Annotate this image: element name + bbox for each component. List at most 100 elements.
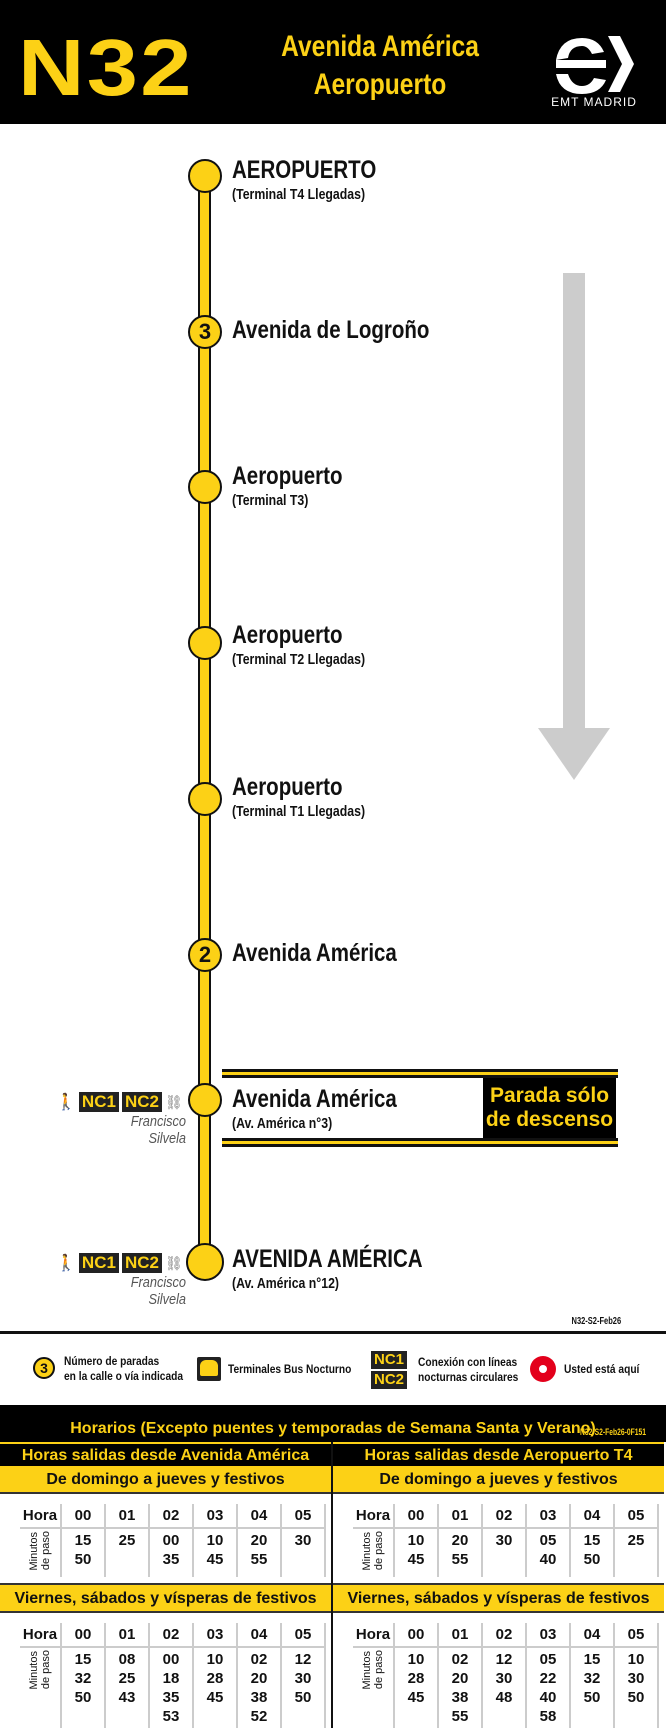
hour-cell: 05 xyxy=(281,1623,326,1649)
stop-sub: (Terminal T4 Llegadas) xyxy=(232,186,366,203)
minutes-label: Minutosde paso xyxy=(353,1528,395,1578)
stop-name: Aeropuerto xyxy=(232,462,343,490)
minutes-cell: 05 40 xyxy=(526,1528,571,1578)
minutes-label-1: Minutos xyxy=(361,1531,373,1571)
stop-marker xyxy=(188,626,222,660)
schedule-days: De domingo a jueves y festivos xyxy=(0,1466,331,1494)
schedule-days: Viernes, sábados y vísperas de festivos xyxy=(0,1585,331,1614)
nc2-badge: NC2 xyxy=(121,1092,162,1112)
dest-line-1: Avenida América xyxy=(281,30,479,63)
hour-cell: 02 xyxy=(482,1504,527,1529)
minutes-label-1: Minutos xyxy=(361,1650,373,1690)
alighting-only-band xyxy=(222,1072,618,1144)
header xyxy=(0,0,666,124)
minutes-cell: 05 22 40 58 xyxy=(526,1647,571,1729)
hour-cell: 05 xyxy=(614,1623,659,1649)
hour-cell: 00 xyxy=(394,1623,439,1649)
hour-cell: 03 xyxy=(193,1504,238,1529)
nc2-badge: NC2 xyxy=(371,1371,408,1389)
legend-text: en la calle o vía indicada xyxy=(64,1369,184,1383)
stop-name: Avenida América xyxy=(232,939,397,967)
night-bus-terminal-icon xyxy=(197,1357,221,1381)
stop-sub: (Terminal T3) xyxy=(232,492,309,509)
emt-logo-icon xyxy=(556,36,634,94)
hora-label: Hora xyxy=(353,1623,395,1649)
stop-name: AVENIDA AMÉRICA xyxy=(232,1245,423,1273)
legend-here: Usted está aquí xyxy=(564,1362,640,1376)
minutes-cell: 15 50 xyxy=(570,1528,615,1578)
hour-cell: 00 xyxy=(61,1623,106,1649)
minutes-label-2: de paso xyxy=(40,1531,52,1571)
departure-origin: Horas salidas desde Avenida América xyxy=(0,1442,331,1466)
walk-icon: 🚶 xyxy=(56,1255,76,1272)
nc1-badge: NC1 xyxy=(78,1092,119,1112)
note-line-1: Parada sólo xyxy=(489,1084,610,1107)
minutes-cell: 10 45 xyxy=(394,1528,439,1578)
minutes-cell: 00 18 35 53 xyxy=(149,1647,194,1729)
brand-name: EMT MADRID xyxy=(551,95,637,109)
minutes-label-1: Minutos xyxy=(28,1531,40,1571)
nc2-badge: NC2 xyxy=(121,1253,162,1273)
hora-label: Hora xyxy=(20,1623,62,1649)
stop-marker xyxy=(188,470,222,504)
hour-cell: 04 xyxy=(237,1504,282,1529)
timetable: Horarios (Excepto puentes y temporadas d… xyxy=(0,1405,666,1729)
hour-cell: 01 xyxy=(105,1623,150,1649)
stop-marker xyxy=(188,782,222,816)
hour-cell: 02 xyxy=(149,1504,194,1529)
minutes-cell: 08 25 43 xyxy=(105,1647,150,1729)
schedule-days: De domingo a jueves y festivos xyxy=(333,1466,664,1494)
minutes-cell: 20 55 xyxy=(438,1528,483,1578)
stop-sub: (Av. América n°12) xyxy=(232,1275,340,1292)
hour-cell: 03 xyxy=(193,1623,238,1649)
connection-place: Francisco Silvela xyxy=(130,1274,186,1308)
legend-text: Conexión con líneas xyxy=(418,1355,518,1369)
departure-origin: Horas salidas desde Aeropuerto T4 xyxy=(333,1442,664,1466)
hora-label: Hora xyxy=(353,1504,395,1529)
stop-sub: (Av. América n°3) xyxy=(232,1115,333,1132)
hour-cell: 00 xyxy=(394,1504,439,1529)
minutes-cell: 00 35 xyxy=(149,1528,194,1578)
minutes-cell: 02 20 38 52 xyxy=(237,1647,282,1729)
minutes-label: Minutosde paso xyxy=(20,1528,62,1578)
nc1-badge: NC1 xyxy=(371,1351,408,1369)
hour-cell: 04 xyxy=(237,1623,282,1649)
hour-cell: 03 xyxy=(526,1623,571,1649)
minutes-cell: 02 20 38 55 xyxy=(438,1647,483,1729)
minutes-cell: 25 xyxy=(105,1528,150,1578)
route-number: N32 xyxy=(18,23,194,112)
stop-count-marker: 2 xyxy=(188,938,222,972)
walk-icon: 🚶 xyxy=(56,1094,76,1111)
connection-place: Francisco Silvela xyxy=(130,1113,186,1147)
minutes-cell: 25 xyxy=(614,1528,659,1578)
nc1-badge: NC1 xyxy=(78,1253,119,1273)
stop-count-marker: 3 xyxy=(188,315,222,349)
hour-cell: 01 xyxy=(105,1504,150,1529)
stop-name: AEROPUERTO xyxy=(232,156,377,184)
minutes-cell: 10 28 45 xyxy=(394,1647,439,1729)
hour-cell: 03 xyxy=(526,1504,571,1529)
stop-sub: (Terminal T2 Llegadas) xyxy=(232,651,366,668)
stop-name: Aeropuerto xyxy=(232,773,343,801)
minutes-cell: 30 xyxy=(482,1528,527,1578)
timetable-title-text: Horarios (Excepto puentes y temporadas d… xyxy=(70,1420,596,1437)
minutes-cell: 10 30 50 xyxy=(614,1647,659,1729)
minutes-label-2: de paso xyxy=(373,1650,385,1690)
minutes-cell: 12 30 50 xyxy=(281,1647,326,1729)
minutes-label-2: de paso xyxy=(373,1531,385,1571)
route-line xyxy=(198,170,211,1265)
hour-cell: 02 xyxy=(149,1623,194,1649)
